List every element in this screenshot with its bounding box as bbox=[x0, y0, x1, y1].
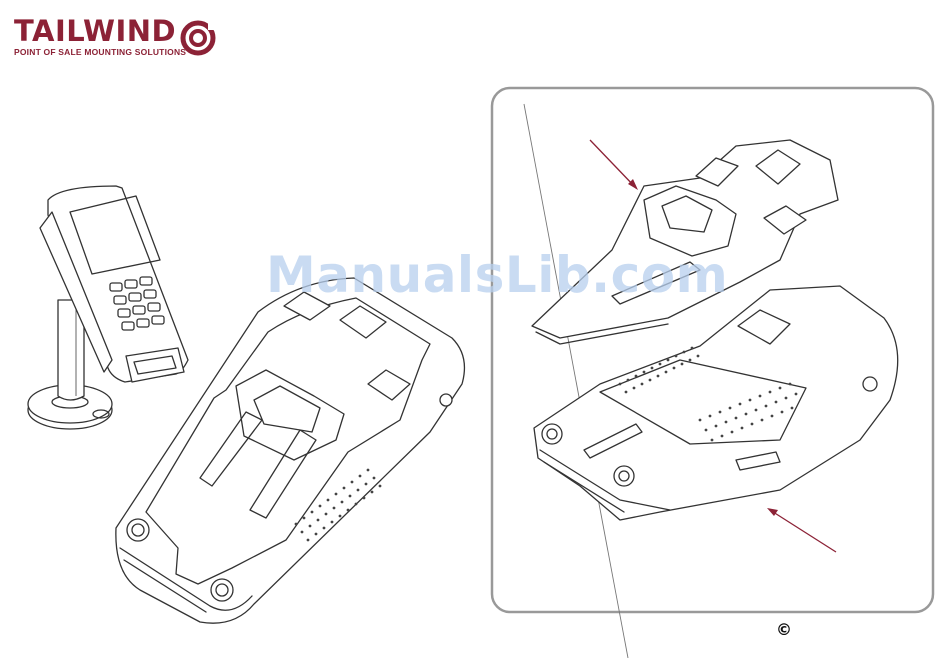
arrow-icon bbox=[767, 508, 836, 552]
copyright-symbol: © bbox=[776, 620, 792, 639]
exploded-cradle-icon bbox=[532, 140, 898, 520]
watermark: ManualsLib.com bbox=[266, 246, 728, 304]
payment-terminal-stand-icon bbox=[28, 186, 188, 429]
arrow-icon bbox=[590, 140, 638, 190]
